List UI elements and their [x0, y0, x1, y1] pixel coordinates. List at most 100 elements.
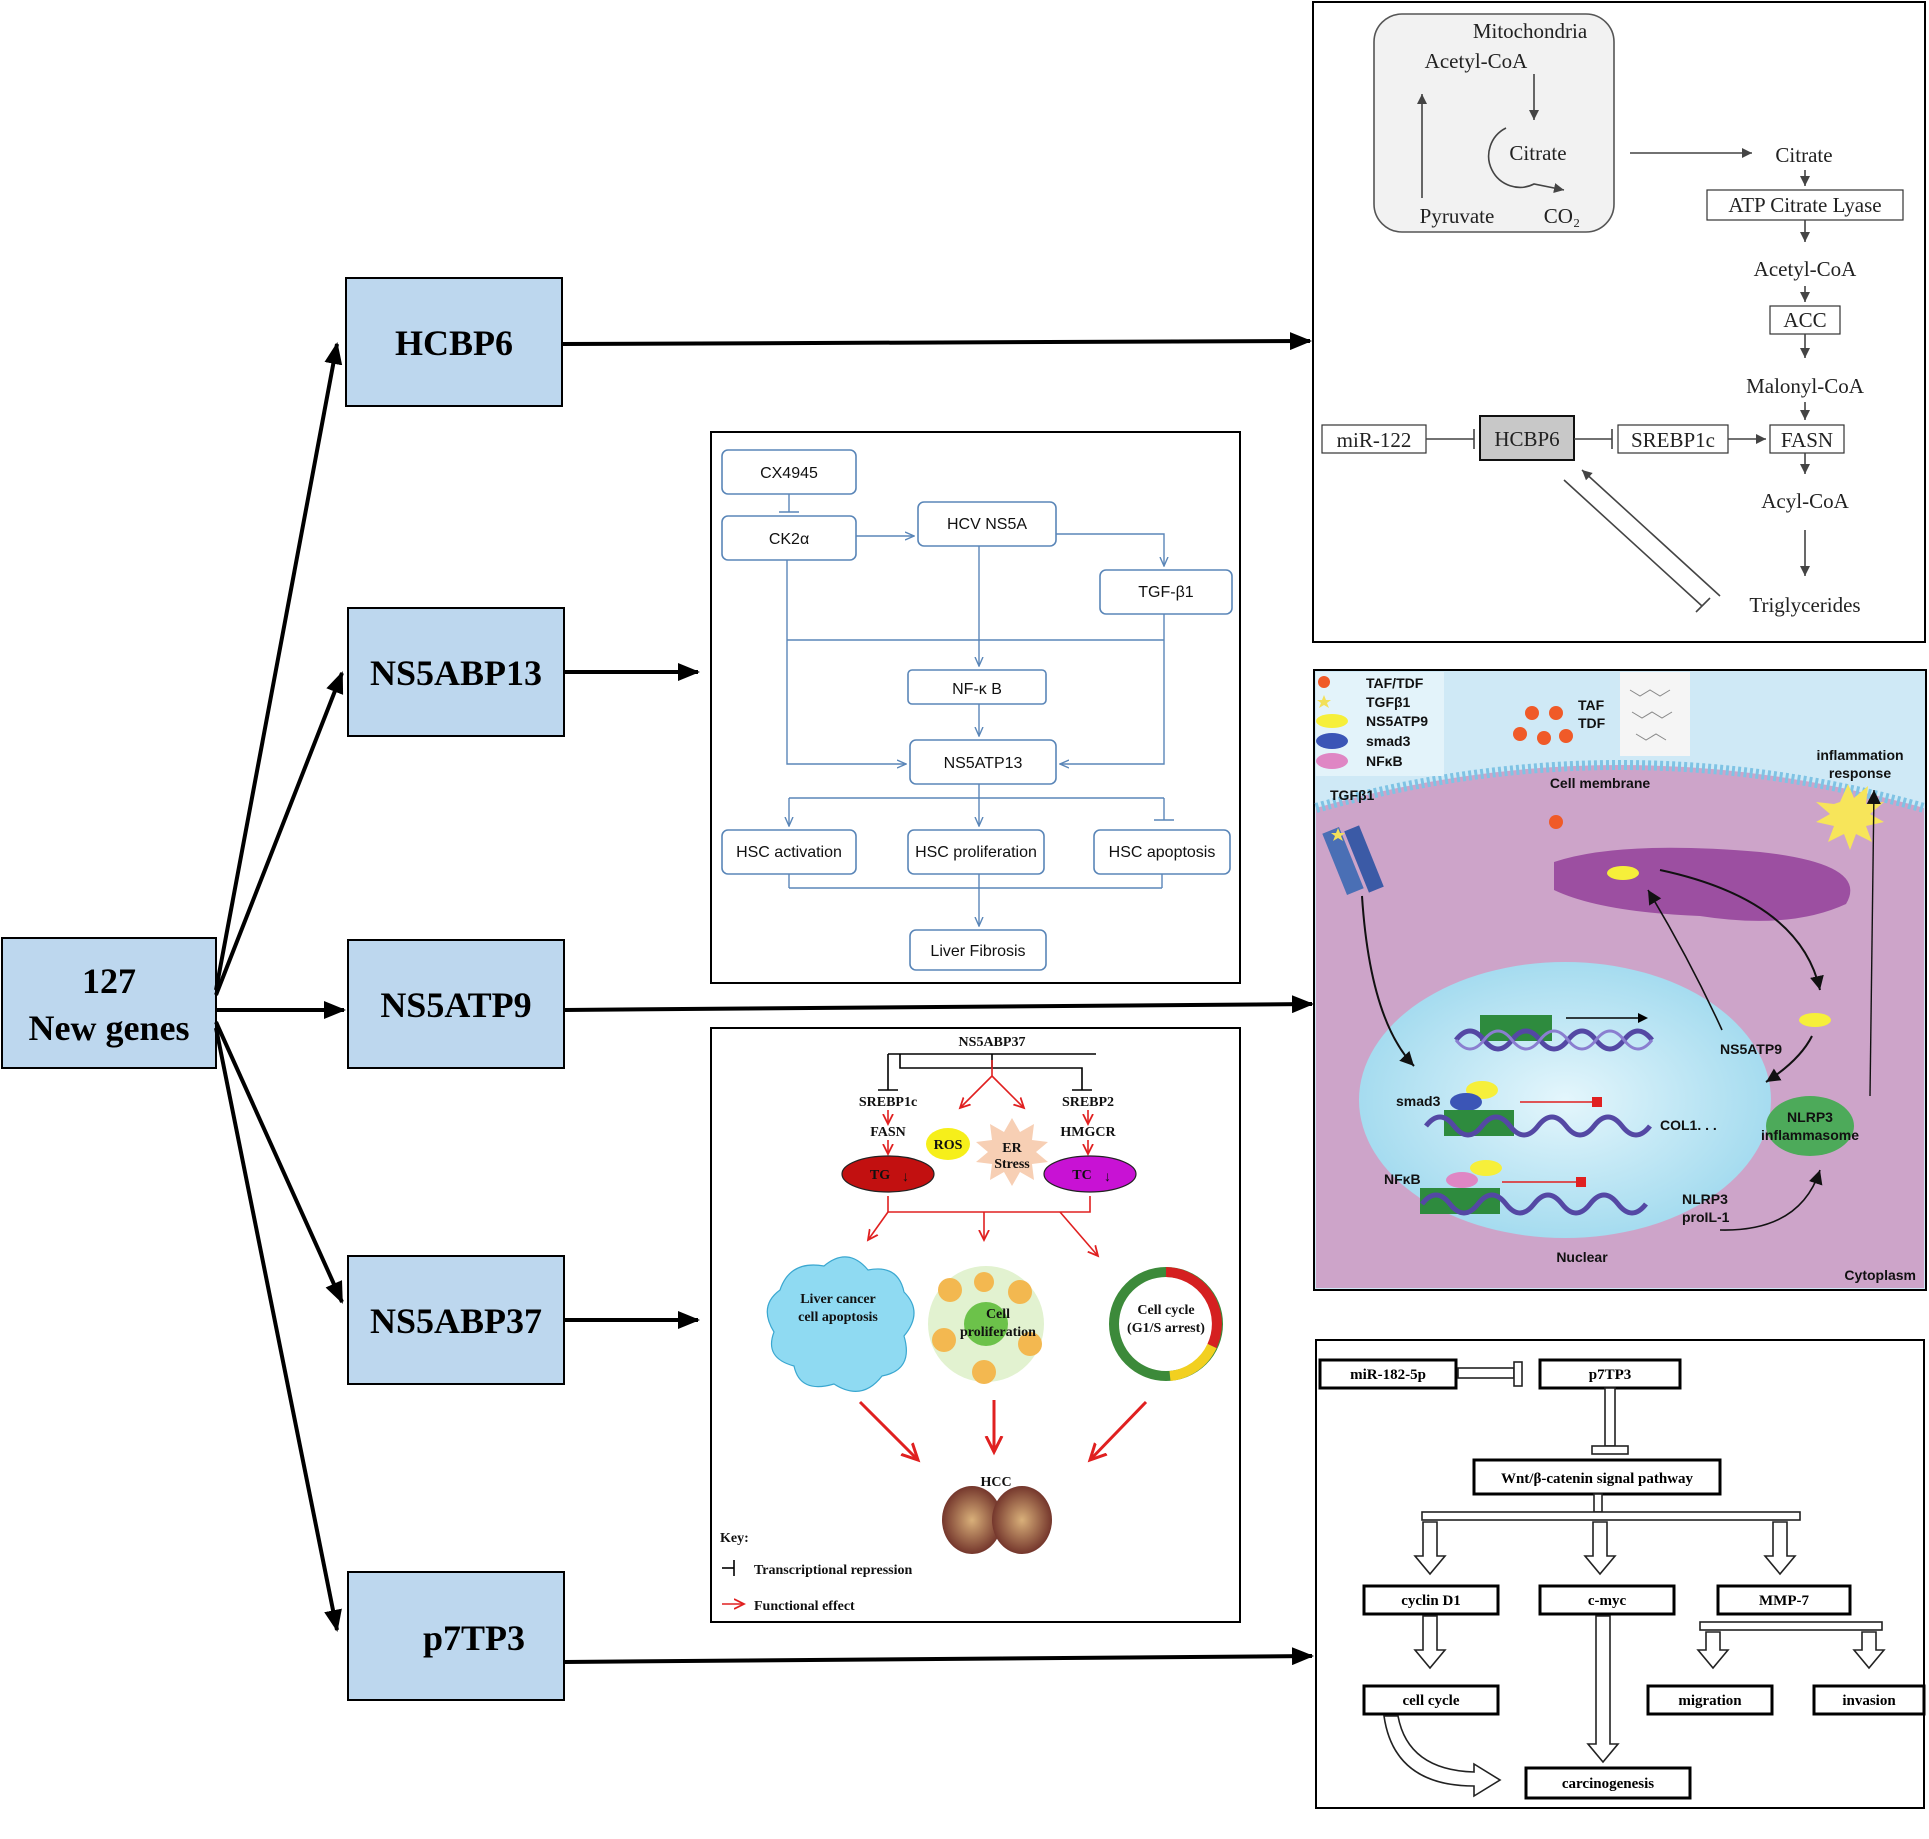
gene-node-ns5abp13: NS5ABP13 — [347, 607, 565, 737]
citrate-label: Citrate — [1775, 143, 1832, 167]
carcinogenesis-label: carcinogenesis — [1562, 1776, 1654, 1792]
cell-cycle-node-label: cell cycle — [1402, 1693, 1459, 1709]
co2-label: CO₂ — [1544, 204, 1581, 228]
cell-membrane-label: Cell membrane — [1550, 775, 1651, 791]
apoptosis-label-2: cell apoptosis — [798, 1310, 878, 1325]
acetyl-coa-mito-label: Acetyl-CoA — [1425, 49, 1528, 73]
wnt-pathway-label: Wnt/β-catenin signal pathway — [1501, 1471, 1694, 1487]
ros-node — [926, 1128, 970, 1160]
gene-node-hcbp6: HCBP6 — [345, 277, 563, 407]
gene-node-ns5abp37: NS5ABP37 — [347, 1255, 565, 1385]
liver-cancer-cell-image — [766, 1256, 915, 1392]
legend-ns5atp9-icon — [1316, 714, 1348, 728]
tg-label: TG — [870, 1168, 890, 1183]
gene-label-p7tp3: p7TP3 — [423, 1618, 525, 1658]
citrate-mito-label: Citrate — [1509, 141, 1566, 165]
key-functional-label: Functional effect — [754, 1599, 855, 1614]
tc-node — [1043, 1155, 1137, 1193]
migration-label: migration — [1678, 1693, 1742, 1709]
malonyl-coa-label: Malonyl-CoA — [1746, 374, 1865, 398]
cell-membrane — [1314, 760, 1926, 813]
panel-p7tp3: miR-182-5p p7TP3 Wnt/β-catenin signal pa… — [1315, 1339, 1926, 1809]
apoptosis-label-1: Liver cancer — [800, 1292, 876, 1307]
cytoplasm-label: Cytoplasm — [1844, 1267, 1916, 1283]
panel-hcbp6: Mitochondria Acetyl-CoA Citrate Pyruvate… — [1312, 1, 1926, 643]
nuclear-label: Nuclear — [1556, 1249, 1608, 1265]
cell-cycle-image — [1109, 1267, 1223, 1381]
legend-smad3-icon — [1316, 733, 1348, 749]
cmyc-label: c-myc — [1588, 1593, 1627, 1609]
legend-tgfb1-icon — [1317, 695, 1331, 708]
dna-col1 — [1424, 1114, 1652, 1138]
ns5abp37-title: NS5ABP37 — [959, 1035, 1026, 1050]
proil1-label: proIL-1 — [1682, 1209, 1730, 1225]
dna-ns5atp9 — [1454, 1028, 1654, 1052]
nlrp3-inflammasome-label: NLRP3 — [1787, 1109, 1833, 1125]
col1-label: COL1. . . — [1660, 1117, 1717, 1133]
tg-node — [841, 1155, 935, 1193]
tgfb-receptor — [1322, 827, 1364, 895]
gene-label-ns5abp37: NS5ABP37 — [370, 1301, 542, 1341]
fasn-37-label: FASN — [870, 1125, 906, 1140]
dna-nlrp3 — [1420, 1192, 1648, 1216]
key-title: Key: — [720, 1531, 749, 1546]
proliferation-label-1: Cell — [986, 1307, 1010, 1322]
panel-ns5abp37: NS5ABP37 SREBP1c FASN SREBP2 HMGCR ROS E… — [710, 1027, 1241, 1623]
srebp1c-37-label: SREBP1c — [859, 1095, 917, 1110]
inflammation-response-label: response — [1829, 765, 1891, 781]
svg-text:↓: ↓ — [902, 1170, 909, 1185]
mir122-label: miR-122 — [1337, 428, 1412, 452]
legend-smad3-label: smad3 — [1366, 733, 1411, 749]
gene-node-p7tp3: p7TP3 — [347, 1571, 565, 1701]
hmgcr-label: HMGCR — [1060, 1125, 1116, 1140]
hcbp6-node — [1479, 415, 1575, 461]
center-node: 127 New genes — [1, 937, 217, 1069]
cell-cycle-label-2: (G1/S arrest) — [1127, 1321, 1205, 1336]
gene-label-ns5abp13: NS5ABP13 — [370, 653, 542, 693]
er-stress-burst — [976, 1118, 1048, 1186]
inflammation-label: inflammation — [1816, 747, 1903, 763]
svg-text:↓: ↓ — [1104, 1170, 1111, 1185]
er-label: ER — [1002, 1141, 1022, 1156]
panel-ns5atp9: TAF/TDF TGFβ1 NS5ATP9 smad3 NFκB TAF TDF… — [1313, 669, 1927, 1291]
tdf-label: TDF — [1578, 715, 1606, 731]
legend-nfkb-label: NFκB — [1366, 753, 1403, 769]
ns5atp9-gene-label: NS5ATP9 — [1720, 1041, 1782, 1057]
hcbp6-node-label: HCBP6 — [1494, 427, 1559, 451]
tgfb1-label: TGF-β1 — [1138, 584, 1194, 601]
hsc-activation-label: HSC activation — [736, 844, 842, 861]
inflammation-burst — [1816, 784, 1884, 850]
center-count: 127 — [82, 961, 136, 1001]
nfkb-label: NF-κ B — [952, 681, 1002, 698]
gene-label-ns5atp9: NS5ATP9 — [380, 985, 531, 1025]
taf-label: TAF — [1578, 697, 1605, 713]
liver-fibrosis-label: Liver Fibrosis — [930, 943, 1025, 960]
acetyl-coa-label: Acetyl-CoA — [1754, 257, 1857, 281]
hcc-tumor-image — [942, 1486, 1002, 1554]
fasn-label: FASN — [1781, 428, 1833, 452]
inflammasome-label: inflammasome — [1761, 1127, 1859, 1143]
proliferation-label-2: proliferation — [960, 1325, 1036, 1340]
key-repression-label: Transcriptional repression — [754, 1563, 913, 1578]
pyruvate-label: Pyruvate — [1420, 204, 1495, 228]
acyl-coa-label: Acyl-CoA — [1761, 489, 1849, 513]
mmp7-label: MMP-7 — [1759, 1593, 1809, 1609]
smad3-label: smad3 — [1396, 1093, 1441, 1109]
mir182-label: miR-182-5p — [1350, 1367, 1426, 1383]
atp-citrate-lyase-label: ATP Citrate Lyase — [1728, 193, 1881, 217]
invasion-label: invasion — [1842, 1693, 1896, 1709]
cell-proliferation-image — [928, 1266, 1044, 1384]
nlrp3-inflammasome — [1766, 1096, 1854, 1156]
hcc-label: HCC — [980, 1475, 1011, 1490]
srebp2-label: SREBP2 — [1062, 1095, 1114, 1110]
acc-label: ACC — [1783, 308, 1826, 332]
hsc-apoptosis-label: HSC apoptosis — [1109, 844, 1216, 861]
ck2a-label: CK2α — [769, 531, 809, 548]
gene-to-panel-arrows — [561, 332, 1314, 1666]
fan-arrows — [214, 342, 346, 1632]
legend-nfkb-icon — [1316, 753, 1348, 769]
legend-taf-label: TAF/TDF — [1366, 675, 1424, 691]
tgfb1-receptor-label: TGFβ1 — [1330, 787, 1375, 803]
mitochondria-label: Mitochondria — [1473, 19, 1588, 43]
